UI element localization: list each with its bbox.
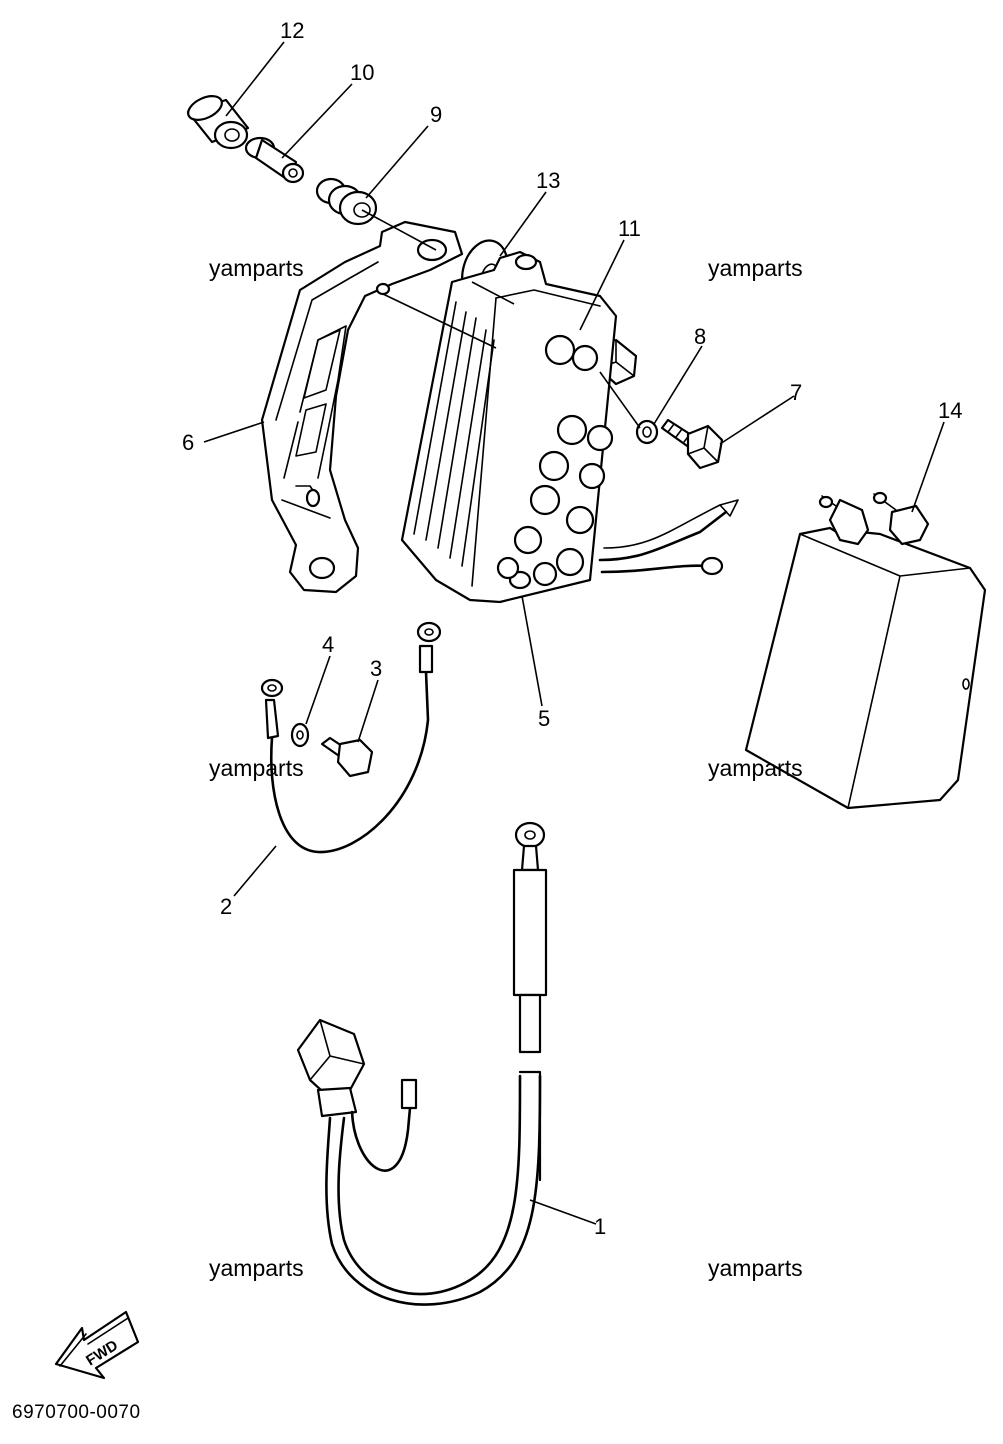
part-12-collar <box>186 95 250 150</box>
callout-numbers: 12 10 9 13 11 8 7 14 6 5 4 3 2 1 <box>182 18 962 1239</box>
part-4-washer <box>290 722 310 748</box>
watermark: yamparts <box>708 255 803 281</box>
callout-5: 5 <box>538 706 550 731</box>
callout-11: 11 <box>618 216 641 241</box>
part-2-ground-lead <box>260 621 442 854</box>
callout-1: 1 <box>594 1214 606 1239</box>
fwd-arrow-icon: FWD <box>54 1310 140 1380</box>
part-5-rectifier-regulator <box>400 250 739 604</box>
callout-12: 12 <box>280 18 304 43</box>
callout-7: 7 <box>790 380 802 405</box>
callout-3: 3 <box>370 656 382 681</box>
watermark: yamparts <box>209 755 304 781</box>
part-3-bolt <box>320 736 374 778</box>
callout-2: 2 <box>220 894 232 919</box>
part-14-cover <box>744 491 987 810</box>
callout-13: 13 <box>536 168 560 193</box>
part-1-battery-cable <box>296 821 548 1306</box>
terminal-cluster <box>496 334 614 587</box>
watermark: yamparts <box>708 755 803 781</box>
callout-14: 14 <box>938 398 962 423</box>
callout-6: 6 <box>182 430 194 455</box>
watermark: yamparts <box>209 255 304 281</box>
watermark: yamparts <box>209 1255 304 1281</box>
callout-4: 4 <box>322 632 334 657</box>
part-6-bracket <box>260 220 464 594</box>
callout-9: 9 <box>430 102 442 127</box>
part-8-washer <box>635 419 659 445</box>
callout-10: 10 <box>350 60 374 85</box>
part-7-bolt <box>660 418 724 470</box>
drawing-code: 6970700-0070 <box>12 1402 141 1423</box>
watermark: yamparts <box>708 1255 803 1281</box>
part-9-grommet <box>315 177 378 226</box>
watermarks: yamparts yamparts yamparts yamparts yamp… <box>209 255 803 1281</box>
leader-lines <box>203 41 945 1225</box>
callout-8: 8 <box>694 324 706 349</box>
